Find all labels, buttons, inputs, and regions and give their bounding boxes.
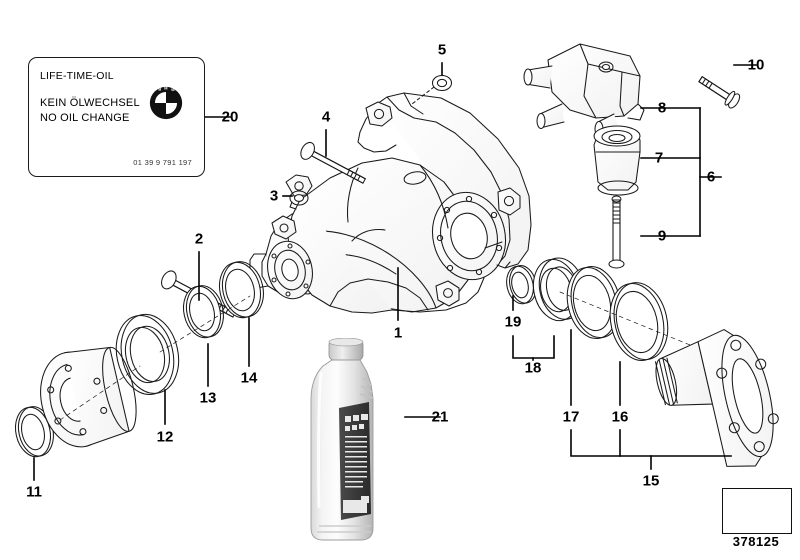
callout-output-shaft-group[interactable]: 15 (642, 472, 660, 490)
oil-bottle (310, 338, 374, 541)
callout-long-bolt-left[interactable]: 2 (194, 230, 204, 248)
callout-bushing-small-5[interactable]: 5 (437, 41, 447, 59)
callout-ring-16[interactable]: 16 (611, 408, 629, 426)
callout-ring-17[interactable]: 17 (562, 408, 580, 426)
svg-text:W: W (171, 87, 175, 92)
callout-oil-bottle[interactable]: 21 (431, 408, 449, 426)
callout-ring-13[interactable]: 13 (199, 389, 217, 407)
callout-rubber-mount-bushing[interactable]: 7 (654, 149, 664, 167)
sticker-line-2: KEIN ÖLWECHSEL (40, 97, 140, 109)
callout-seal-ring-11[interactable]: 11 (26, 483, 42, 501)
callout-flange-bolt-10[interactable]: 10 (747, 56, 765, 74)
callout-bushing-small-3[interactable]: 3 (269, 187, 279, 205)
diagram-number: 378125 (732, 534, 780, 549)
oil-change-sticker: LIFE-TIME-OIL KEIN ÖLWECHSEL NO OIL CHAN… (28, 57, 205, 177)
callout-seal-ring-19[interactable]: 19 (504, 313, 522, 331)
sticker-part-number: 01 39 9 791 197 (133, 158, 192, 167)
callout-ring-14[interactable]: 14 (240, 369, 258, 387)
callout-bolt-4[interactable]: 4 (321, 108, 331, 126)
callout-seal-group-18[interactable]: 18 (524, 359, 542, 377)
corner-mark-box (722, 488, 792, 534)
callout-output-flange-seal-12[interactable]: 12 (156, 428, 174, 446)
callout-long-stud-bolt[interactable]: 9 (657, 227, 667, 245)
sticker-line-3: NO OIL CHANGE (40, 112, 130, 124)
svg-text:M: M (164, 86, 167, 91)
svg-text:B: B (158, 87, 161, 92)
callout-mounting-bracket[interactable]: 8 (657, 99, 667, 117)
leader-lines (33, 62, 757, 481)
callout-oil-change-sticker[interactable]: 20 (221, 108, 239, 126)
callout-mount-assembly-group[interactable]: 6 (706, 168, 716, 186)
sticker-line-1: LIFE-TIME-OIL (40, 70, 114, 82)
callout-differential-housing[interactable]: 1 (393, 324, 403, 342)
